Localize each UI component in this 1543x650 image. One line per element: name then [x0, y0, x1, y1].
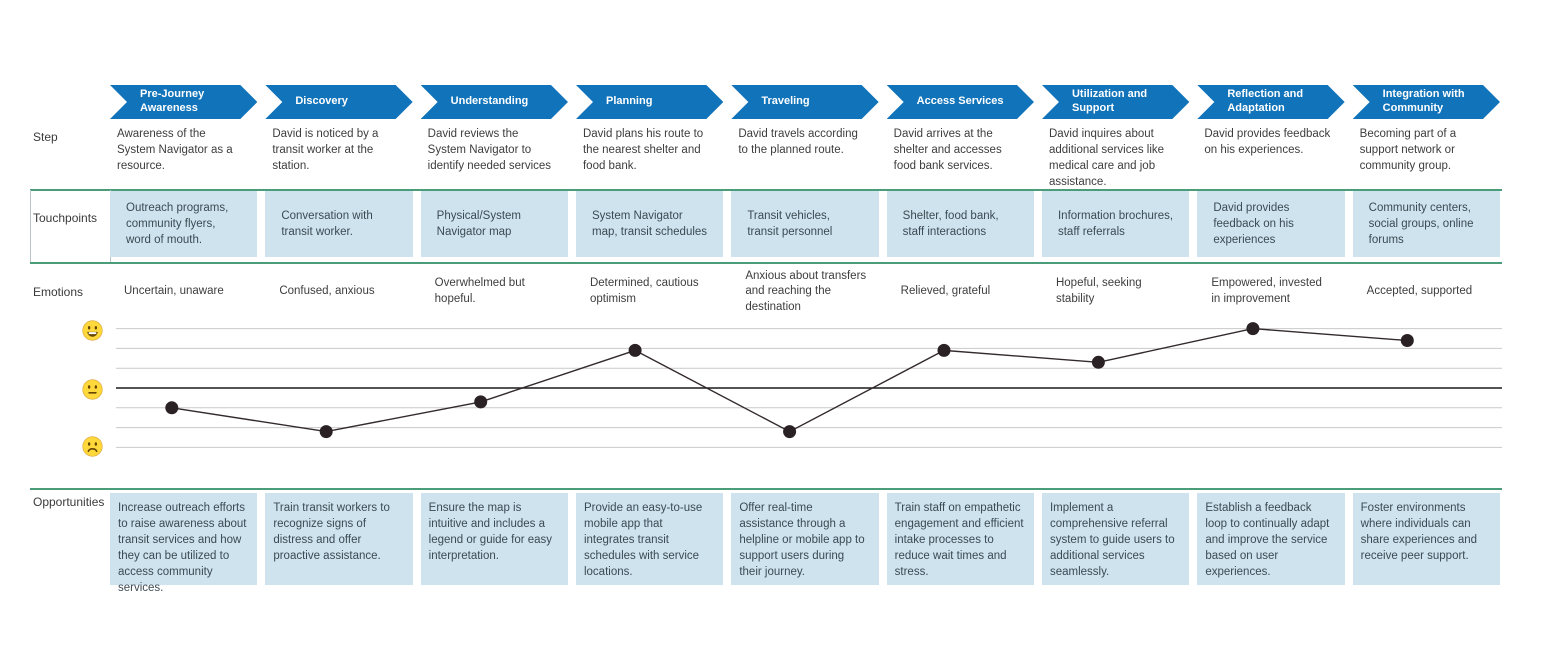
stage-arrow-5: Traveling: [731, 85, 878, 119]
opportunity-box: Increase outreach efforts to raise aware…: [110, 493, 258, 594]
neutral-emoji-icon: [82, 379, 103, 400]
touchpoint-text: Outreach programs, community flyers, wor…: [126, 201, 229, 247]
happy-emoji-icon: [82, 320, 103, 341]
step-cell: Awareness of the System Navigator as a r…: [117, 128, 233, 172]
divider-line-middle: [30, 262, 1502, 264]
touchpoint-text: Physical/System Navigator map: [436, 209, 522, 238]
stage-arrow-9: Integration with Community: [1353, 85, 1500, 119]
emotion-curve-band: [0, 320, 1543, 472]
touchpoint-box: David provides feedback on his experienc…: [1197, 191, 1345, 257]
emotion-cell: Uncertain, unaware: [124, 285, 224, 298]
touchpoint-text: Community centers, social groups, online…: [1368, 201, 1474, 247]
stage-arrow-2: Discovery: [265, 85, 412, 119]
stage-arrow-label: Understanding: [450, 95, 529, 108]
emotion-cell: Overwhelmed but hopeful.: [434, 277, 525, 305]
touchpoint-box: Physical/System Navigator map: [420, 191, 568, 257]
step-cell: David arrives at the shelter and accesse…: [893, 128, 1002, 172]
row-label-step: Step: [33, 130, 58, 144]
row-label-opportunities: Opportunities: [33, 495, 105, 509]
touchpoint-box: System Navigator map, transit schedules: [575, 191, 724, 257]
opportunity-box: Establish a feedback loop to continually…: [1197, 493, 1345, 585]
stage-arrow-6: Access Services: [887, 85, 1034, 119]
stage-arrow-label: Traveling: [761, 95, 810, 108]
touchpoints-left-border: [30, 190, 31, 262]
step-band: Awareness of the System Navigator as a r…: [110, 127, 1500, 190]
opportunity-box: Offer real-time assistance through a hel…: [731, 493, 879, 585]
stage-arrow-label: Integration with Community: [1382, 88, 1465, 114]
emotion-cell: Confused, anxious: [279, 285, 375, 298]
stages-band: Pre-Journey Awareness Discovery Understa…: [110, 85, 1500, 119]
row-label-emotions: Emotions: [33, 285, 84, 299]
stage-arrow-8: Reflection and Adaptation: [1197, 85, 1344, 119]
touchpoints-band: Outreach programs, community flyers, wor…: [110, 191, 1500, 257]
touchpoint-text: Transit vehicles, transit personnel: [747, 209, 833, 238]
touchpoint-box: Outreach programs, community flyers, wor…: [110, 191, 258, 257]
row-label-touchpoints: Touchpoints: [33, 211, 98, 225]
stage-arrow-7: Utilization and Support: [1042, 85, 1189, 119]
step-cell: Becoming part of a support network or co…: [1359, 128, 1457, 172]
touchpoint-text: Information brochures, staff referrals: [1057, 209, 1174, 238]
stage-arrow-label: Discovery: [295, 95, 348, 108]
opportunity-box: Foster environments where individuals ca…: [1352, 493, 1500, 585]
touchpoint-text: System Navigator map, transit schedules: [591, 209, 708, 238]
opportunities-band: Increase outreach efforts to raise aware…: [110, 493, 1500, 594]
stage-arrow-label: Reflection and Adaptation: [1227, 88, 1304, 114]
sad-emoji-icon: [82, 436, 103, 457]
stage-arrow-label: Pre-Journey Awareness: [140, 88, 205, 114]
divider-line-bottom: [30, 488, 1502, 490]
emotion-cell: Anxious about transfers and reaching the…: [745, 269, 867, 313]
emotion-cell: Determined, cautious optimism: [589, 277, 699, 305]
opportunity-box: Provide an easy-to-use mobile app that i…: [575, 493, 724, 585]
emotion-cell: Accepted, supported: [1366, 285, 1473, 298]
opportunity-box: Train transit workers to recognize signs…: [265, 493, 413, 585]
divider-line-top: [30, 189, 1502, 191]
touchpoint-box: Community centers, social groups, online…: [1352, 191, 1500, 257]
touchpoint-box: Conversation with transit worker.: [265, 191, 413, 257]
step-cell: David travels according to the planned r…: [738, 128, 858, 156]
emotion-curve-chart: [116, 322, 1502, 448]
step-cell: David plans his route to the nearest she…: [582, 128, 704, 172]
step-cell: David is noticed by a transit worker at …: [272, 128, 379, 172]
opportunity-box: Train staff on empathetic engagement and…: [886, 493, 1034, 585]
touchpoint-text: David provides feedback on his experienc…: [1213, 201, 1294, 247]
emotions-band: Uncertain, unaware Confused, anxious Ove…: [110, 266, 1500, 318]
touchpoint-text: Shelter, food bank, staff interactions: [902, 209, 999, 238]
step-cell: David inquires about additional services…: [1048, 128, 1165, 188]
step-cell: David reviews the System Navigator to id…: [427, 128, 552, 172]
opportunity-box: Ensure the map is intuitive and includes…: [420, 493, 568, 585]
opportunity-box: Implement a comprehensive referral syste…: [1041, 493, 1190, 585]
step-cell: David provides feedback on his experienc…: [1204, 128, 1331, 156]
stage-arrow-label: Utilization and Support: [1071, 88, 1148, 114]
stage-arrow-label: Access Services: [916, 95, 1004, 108]
emotion-cell: Empowered, invested in improvement: [1211, 277, 1322, 305]
emotion-cell: Hopeful, seeking stability: [1055, 277, 1142, 305]
touchpoint-box: Transit vehicles, transit personnel: [731, 191, 879, 257]
touchpoint-text: Conversation with transit worker.: [281, 209, 373, 238]
stage-arrow-4: Planning: [576, 85, 723, 119]
touchpoint-box: Information brochures, staff referrals: [1041, 191, 1190, 257]
emotion-cell: Relieved, grateful: [900, 285, 991, 298]
stage-arrow-label: Planning: [605, 95, 653, 108]
stage-arrow-3: Understanding: [421, 85, 568, 119]
stage-arrow-1: Pre-Journey Awareness: [110, 85, 257, 119]
touchpoint-box: Shelter, food bank, staff interactions: [886, 191, 1034, 257]
